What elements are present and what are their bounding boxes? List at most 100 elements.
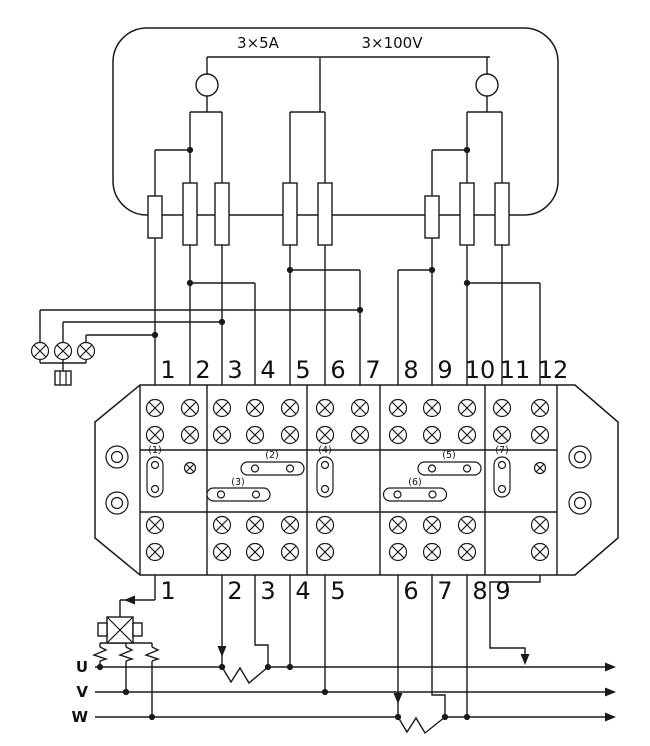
phase-label-w: W bbox=[71, 708, 88, 726]
meter-current-rating: 3×5A bbox=[237, 34, 280, 52]
bottom-terminal-label: 7 bbox=[437, 577, 452, 605]
terminal-screw-icon bbox=[533, 461, 547, 475]
arrow-left-icon bbox=[124, 595, 135, 605]
top-terminal-label: 11 bbox=[500, 356, 531, 384]
junction-dot bbox=[286, 266, 294, 274]
indicator-lamp-icon bbox=[30, 341, 50, 361]
indicator-lamps bbox=[30, 309, 360, 386]
top-terminal-label: 3 bbox=[227, 356, 242, 384]
terminal-screw-icon bbox=[422, 515, 442, 535]
terminal-block-partitions bbox=[139, 385, 558, 575]
voltage-coil bbox=[317, 182, 333, 246]
voltage-coil bbox=[459, 182, 475, 246]
current-coil bbox=[424, 195, 440, 239]
mounting-hole-icon bbox=[568, 445, 592, 469]
terminal-screw-icon bbox=[457, 398, 477, 418]
link-label: (6) bbox=[408, 477, 421, 488]
voltage-transformer-icon bbox=[195, 73, 219, 97]
arrow-down-icon bbox=[393, 693, 403, 704]
terminal-screw-icon bbox=[245, 515, 265, 535]
fuse-icon bbox=[118, 646, 135, 662]
voltage-coil bbox=[494, 182, 510, 246]
terminal-screw-icon bbox=[212, 425, 232, 445]
terminal-screw-icon bbox=[280, 515, 300, 535]
terminal-screw-icon bbox=[457, 542, 477, 562]
voltage-plug-assembly bbox=[92, 616, 161, 662]
terminal-screw-icon bbox=[280, 425, 300, 445]
link-label: (7) bbox=[495, 445, 508, 456]
top-terminal-label: 1 bbox=[160, 356, 175, 384]
terminal-screw-icon bbox=[350, 398, 370, 418]
terminal-screw-icon bbox=[315, 542, 335, 562]
junction-dot bbox=[463, 713, 471, 721]
terminal-screw-icon bbox=[388, 398, 408, 418]
junction-dot bbox=[218, 663, 226, 671]
current-link-icon bbox=[493, 456, 511, 498]
link-label: (4) bbox=[318, 445, 331, 456]
fuse-icon bbox=[92, 646, 109, 662]
link-label: (1) bbox=[148, 445, 161, 456]
terminal-screw-icon bbox=[388, 542, 408, 562]
phase-label-u: U bbox=[76, 658, 88, 676]
terminal-screw-icon bbox=[315, 515, 335, 535]
junction-dot bbox=[148, 713, 156, 721]
meter-outline bbox=[112, 27, 559, 216]
link-row: (1) (2) (3) (4) (5) (6) (7) bbox=[146, 445, 547, 502]
terminal-screw-icon bbox=[180, 425, 200, 445]
top-terminal-label: 10 bbox=[465, 356, 496, 384]
phase-label-v: V bbox=[76, 683, 88, 701]
current-transformer-icon bbox=[221, 666, 269, 685]
junction-dot bbox=[463, 146, 471, 154]
junction-dot bbox=[428, 266, 436, 274]
voltage-coil bbox=[182, 182, 198, 246]
bottom-terminal-label: 1 bbox=[160, 577, 175, 605]
lamp-plug-hatch bbox=[59, 371, 67, 385]
mounting-hole-icon bbox=[105, 491, 129, 515]
terminal-screw-icon bbox=[457, 425, 477, 445]
voltage-coil bbox=[214, 182, 230, 246]
terminal-screw-icon bbox=[145, 515, 165, 535]
link-bar-icon bbox=[206, 487, 271, 502]
junction-dot bbox=[218, 318, 226, 326]
voltage-transformer-icon bbox=[475, 73, 499, 97]
current-coil bbox=[147, 195, 163, 239]
terminal-screw-icon bbox=[530, 515, 550, 535]
mounting-hole-icon bbox=[105, 445, 129, 469]
link-label: (2) bbox=[265, 450, 278, 461]
top-terminal-label: 5 bbox=[295, 356, 310, 384]
plug-flange bbox=[97, 622, 108, 637]
top-terminal-label: 8 bbox=[403, 356, 418, 384]
junction-dot bbox=[151, 331, 159, 339]
lamp-plug-icon bbox=[54, 370, 72, 386]
plug-flange bbox=[132, 622, 143, 637]
indicator-lamp-icon bbox=[76, 341, 96, 361]
plug-box-cross bbox=[106, 616, 134, 644]
bottom-terminal-label: 6 bbox=[403, 577, 418, 605]
terminal-screw-icon bbox=[280, 398, 300, 418]
phase-lines: U V W bbox=[71, 658, 616, 735]
terminal-screw-icon bbox=[457, 515, 477, 535]
terminal-screw-icon bbox=[183, 461, 197, 475]
junction-dots bbox=[96, 146, 471, 721]
terminal-screw-icon bbox=[492, 398, 512, 418]
terminal-screw-icon bbox=[145, 398, 165, 418]
terminal-screw-icon bbox=[180, 398, 200, 418]
terminal-screw-icon bbox=[492, 425, 512, 445]
terminal-screw-icon bbox=[530, 542, 550, 562]
junction-dot bbox=[463, 279, 471, 287]
arrow-down-icon bbox=[217, 646, 227, 657]
terminal-screw-icon bbox=[212, 515, 232, 535]
top-terminal-label: 2 bbox=[195, 356, 210, 384]
junction-dot bbox=[441, 713, 449, 721]
mounting-hole-icon bbox=[568, 491, 592, 515]
current-link-icon bbox=[316, 456, 334, 498]
bottom-terminal-label: 4 bbox=[295, 577, 310, 605]
terminal-screw-icon bbox=[245, 398, 265, 418]
arrow-down-icon bbox=[520, 654, 530, 665]
terminal-screw-icon bbox=[280, 542, 300, 562]
terminal-screw-icon bbox=[530, 425, 550, 445]
indicator-lamp-icon bbox=[53, 341, 73, 361]
top-terminal-label: 9 bbox=[437, 356, 452, 384]
